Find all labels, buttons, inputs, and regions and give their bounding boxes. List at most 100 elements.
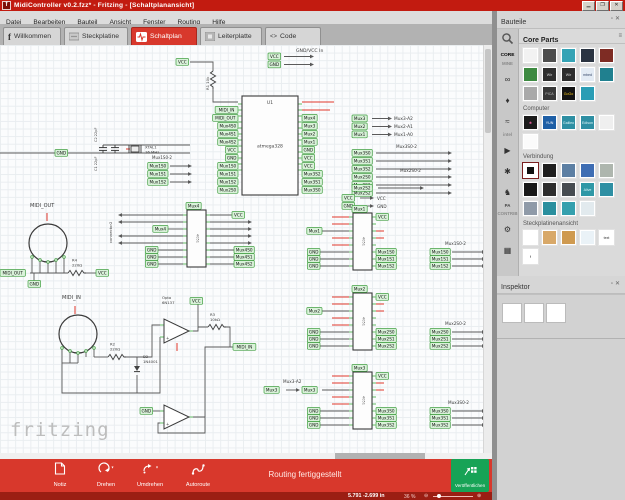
net-label-VCC[interactable]: VCC: [375, 372, 389, 380]
net-label-GND[interactable]: GND: [54, 149, 68, 157]
net-label-Mux2S0[interactable]: Mux2S0: [375, 328, 397, 336]
bin-tab-snootlab[interactable]: ♞: [503, 188, 512, 197]
net-label-Mux1[interactable]: Mux1: [351, 205, 368, 213]
part-thumbnail[interactable]: [522, 85, 539, 102]
net-label-Mux3S0[interactable]: Mux3S0: [351, 149, 373, 157]
net-label-Mux1S2[interactable]: Mux1S2: [375, 262, 397, 270]
dropdown-arrow-icon[interactable]: ▾: [111, 464, 114, 470]
net-label-Mux2[interactable]: Mux2: [306, 307, 323, 315]
restore-button[interactable]: ❐: [596, 1, 609, 11]
net-label-VCC[interactable]: VCC: [231, 211, 245, 219]
menu-ansicht[interactable]: Ansicht: [109, 19, 132, 26]
net-label-MIDI_OUT[interactable]: MIDI_OUT: [212, 114, 239, 122]
net-label-Mux1S0[interactable]: Mux1S0: [217, 162, 239, 170]
menu-datei[interactable]: Datei: [6, 19, 22, 26]
net-label-GND[interactable]: GND: [307, 248, 321, 256]
net-label-VCC[interactable]: VCC: [189, 297, 203, 305]
panel-float-icon[interactable]: ▫: [610, 281, 615, 287]
net-label-Mux4[interactable]: Mux4: [152, 225, 169, 233]
bin-tab-parallax[interactable]: ▶: [504, 146, 511, 155]
part-thumbnail[interactable]: [541, 47, 558, 64]
net-label-Mux1S0[interactable]: Mux1S0: [147, 162, 169, 170]
net-label-Mux1[interactable]: Mux1: [301, 138, 318, 146]
part-thumbnail[interactable]: mbed: [579, 66, 596, 83]
optocoupler-amp[interactable]: +: [160, 318, 193, 344]
bin-tab-core[interactable]: CORE: [500, 53, 515, 58]
net-label-GND[interactable]: GND: [307, 342, 321, 350]
net-label-VCC[interactable]: VCC: [175, 58, 189, 66]
net-label-Mux2S2[interactable]: Mux2S2: [375, 342, 397, 350]
part-thumbnail[interactable]: f: [522, 248, 539, 265]
net-label-Mux4S2[interactable]: Mux4S2: [217, 138, 239, 146]
part-thumbnail[interactable]: [598, 162, 615, 179]
title-bar[interactable]: f MidiController v0.2.fzz* - Fritzing - …: [0, 0, 625, 11]
publish-button[interactable]: Veröffentlichen: [451, 459, 489, 492]
net-label-GND[interactable]: GND: [307, 262, 321, 270]
part-thumbnail[interactable]: [560, 47, 577, 64]
part-thumbnail[interactable]: [579, 229, 596, 246]
net-label-Mux4S1[interactable]: Mux4S1: [233, 253, 255, 261]
net-label-GND[interactable]: GND: [307, 407, 321, 415]
part-thumbnail[interactable]: Wir: [560, 66, 577, 83]
bin-tab-gear[interactable]: ⚙: [503, 225, 512, 234]
net-label-Mux3S1[interactable]: Mux3S1: [301, 178, 323, 186]
part-thumbnail[interactable]: PICA: [541, 85, 558, 102]
horizontal-scrollbar[interactable]: [0, 453, 492, 459]
net-label-Mux1S1[interactable]: Mux1S1: [375, 255, 397, 263]
net-label-Mux2S2[interactable]: Mux2S2: [351, 184, 373, 192]
net-label-Mux1S2[interactable]: Mux1S2: [147, 178, 169, 186]
net-label-MIDI_OUT[interactable]: MIDI_OUT: [0, 269, 26, 277]
net-label-Mux3[interactable]: Mux3: [301, 122, 318, 130]
tab-steckplatine[interactable]: Steckplatine: [64, 27, 128, 45]
tab-code[interactable]: <>Code: [265, 27, 321, 45]
net-label-VCC[interactable]: VCC: [375, 213, 389, 221]
component-Mux2[interactable]: 4051: [349, 292, 376, 351]
net-label-Mux2S0[interactable]: Mux2S0: [429, 328, 451, 336]
net-label-Mux3S0[interactable]: Mux3S0: [301, 186, 323, 194]
net-label-Mux1[interactable]: Mux1: [306, 227, 323, 235]
part-thumbnail[interactable]: Galileo: [560, 114, 577, 131]
inspector-swatch[interactable]: [546, 303, 566, 323]
vertical-scrollbar-thumb[interactable]: [485, 49, 491, 133]
bin-tab-intel[interactable]: intel: [502, 132, 513, 137]
net-label-Mux1S1[interactable]: Mux1S1: [429, 255, 451, 263]
part-thumbnail[interactable]: [541, 181, 558, 198]
bin-tab-adafruit[interactable]: ✱: [504, 167, 511, 176]
vertical-scrollbar[interactable]: [483, 45, 492, 453]
bin-tab-contrib[interactable]: CONTRIB: [497, 211, 518, 216]
part-thumbnail[interactable]: [522, 66, 539, 83]
zoom-out-icon[interactable]: ⊖: [424, 493, 429, 499]
net-label-Mux1S0[interactable]: Mux1S0: [375, 248, 397, 256]
minimize-button[interactable]: ▁: [582, 1, 595, 11]
net-label-Mux3[interactable]: Mux3: [351, 364, 368, 372]
notiz-button[interactable]: Notiz: [34, 462, 86, 488]
resistor[interactable]: [207, 323, 226, 331]
part-thumbnail[interactable]: text: [598, 229, 615, 246]
resistor[interactable]: [209, 70, 217, 89]
net-label-Mux2[interactable]: Mux2: [301, 130, 318, 138]
umdrehen-button[interactable]: ▾Umdrehen: [124, 462, 176, 488]
net-label-GND[interactable]: GND: [307, 421, 321, 429]
part-thumbnail[interactable]: [598, 181, 615, 198]
zoom-slider-thumb[interactable]: [437, 494, 441, 498]
tab-leiterplatte[interactable]: Leiterplatte: [200, 27, 262, 45]
net-label-Mux1[interactable]: Mux1: [351, 130, 368, 139]
inspector-swatch[interactable]: [502, 303, 522, 323]
component-Mux3[interactable]: 4051: [349, 371, 376, 430]
net-label-Mux4S0[interactable]: Mux4S0: [233, 246, 255, 254]
part-thumbnail[interactable]: ✱: [522, 114, 539, 131]
autoroute-button[interactable]: Autoroute: [172, 462, 224, 488]
net-label-VCC[interactable]: VCC: [267, 52, 281, 61]
bin-tab-sparkfun[interactable]: ♦: [505, 96, 510, 105]
net-label-Mux3[interactable]: Mux3: [351, 114, 368, 123]
net-label-VCC[interactable]: VCC: [341, 194, 355, 202]
part-thumbnail[interactable]: [522, 133, 539, 150]
net-label-Mux1S2[interactable]: Mux1S2: [217, 178, 239, 186]
diode[interactable]: [134, 366, 140, 371]
menu-hilfe[interactable]: Hilfe: [212, 19, 226, 26]
part-thumbnail[interactable]: [541, 229, 558, 246]
optocoupler-amp[interactable]: +: [160, 404, 193, 430]
